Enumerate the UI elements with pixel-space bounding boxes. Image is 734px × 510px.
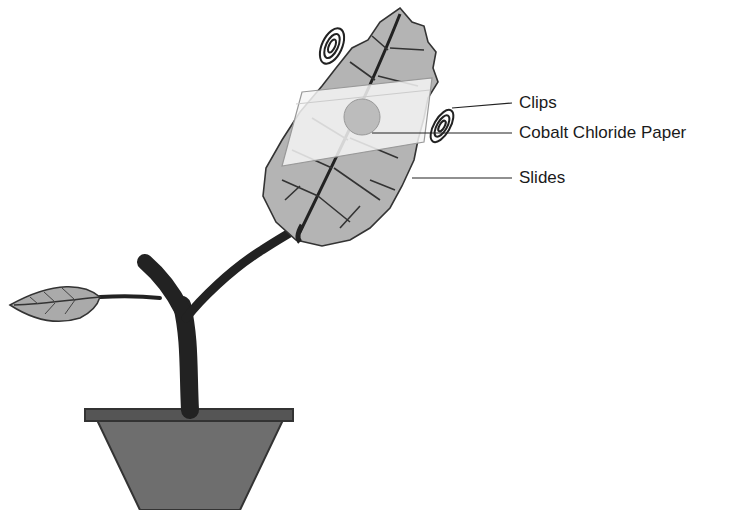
leader-line <box>372 103 512 178</box>
paper-clip <box>315 25 349 68</box>
glass-slides <box>282 78 432 166</box>
cobalt-chloride-paper <box>344 99 380 135</box>
flower-pot <box>85 409 293 510</box>
paper-clip <box>426 106 458 145</box>
large-leaf <box>263 8 438 246</box>
part-label: Clips <box>519 94 557 113</box>
part-label: Slides <box>519 169 565 188</box>
part-label: Cobalt Chloride Paper <box>519 124 686 143</box>
small-leaf <box>10 287 100 321</box>
leaf-petiole <box>298 225 302 242</box>
plant-stem <box>100 225 302 410</box>
